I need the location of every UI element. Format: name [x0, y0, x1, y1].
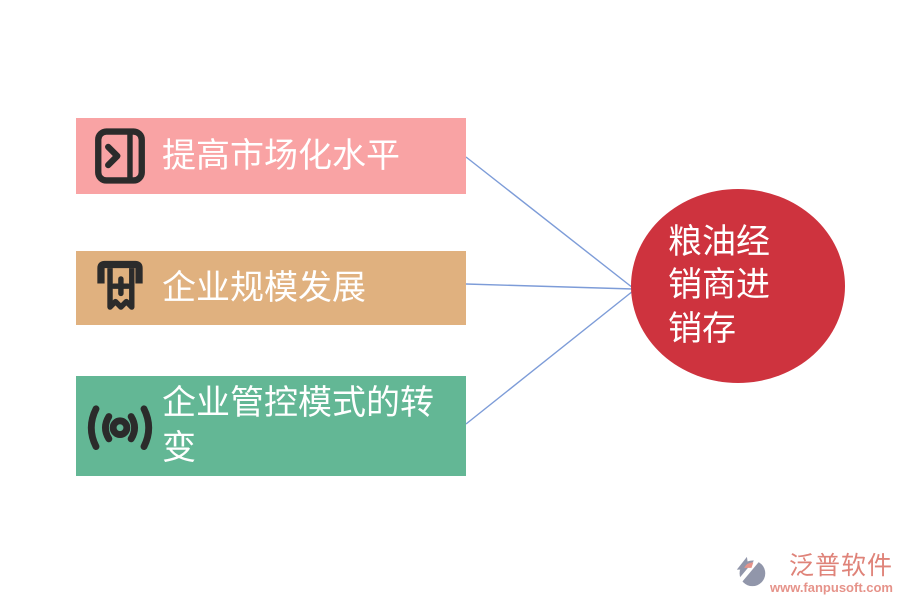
watermark-url: www.fanpusoft.com: [769, 580, 893, 596]
watermark: 泛普软件 www.fanpusoft.com: [735, 551, 893, 596]
node-management-mode-change: 企业管控模式的转变: [76, 376, 466, 476]
node-label: 提高市场化水平: [162, 136, 400, 175]
center-node-grain-oil-inventory: 粮油经销商进销存: [631, 189, 845, 383]
connector-line-top: [465, 156, 634, 289]
watermark-brand: 泛普软件: [788, 551, 893, 580]
node-label: 企业规模发展: [162, 268, 366, 307]
fanpu-logo-icon: [735, 555, 768, 593]
connector-line-bottom: [465, 290, 634, 425]
broadcast-signal-icon: [84, 397, 156, 455]
node-enterprise-scale: 企业规模发展: [76, 251, 466, 325]
watermark-text: 泛普软件 www.fanpusoft.com: [769, 551, 893, 596]
node-label: 企业管控模式的转变: [162, 384, 434, 467]
receipt-plus-icon: [84, 255, 156, 321]
node-improve-marketization: 提高市场化水平: [76, 118, 466, 194]
center-node-label: 粮油经销商进销存: [668, 223, 770, 348]
journal-arrow-icon: [84, 127, 156, 185]
connector-line-middle: [465, 283, 634, 290]
